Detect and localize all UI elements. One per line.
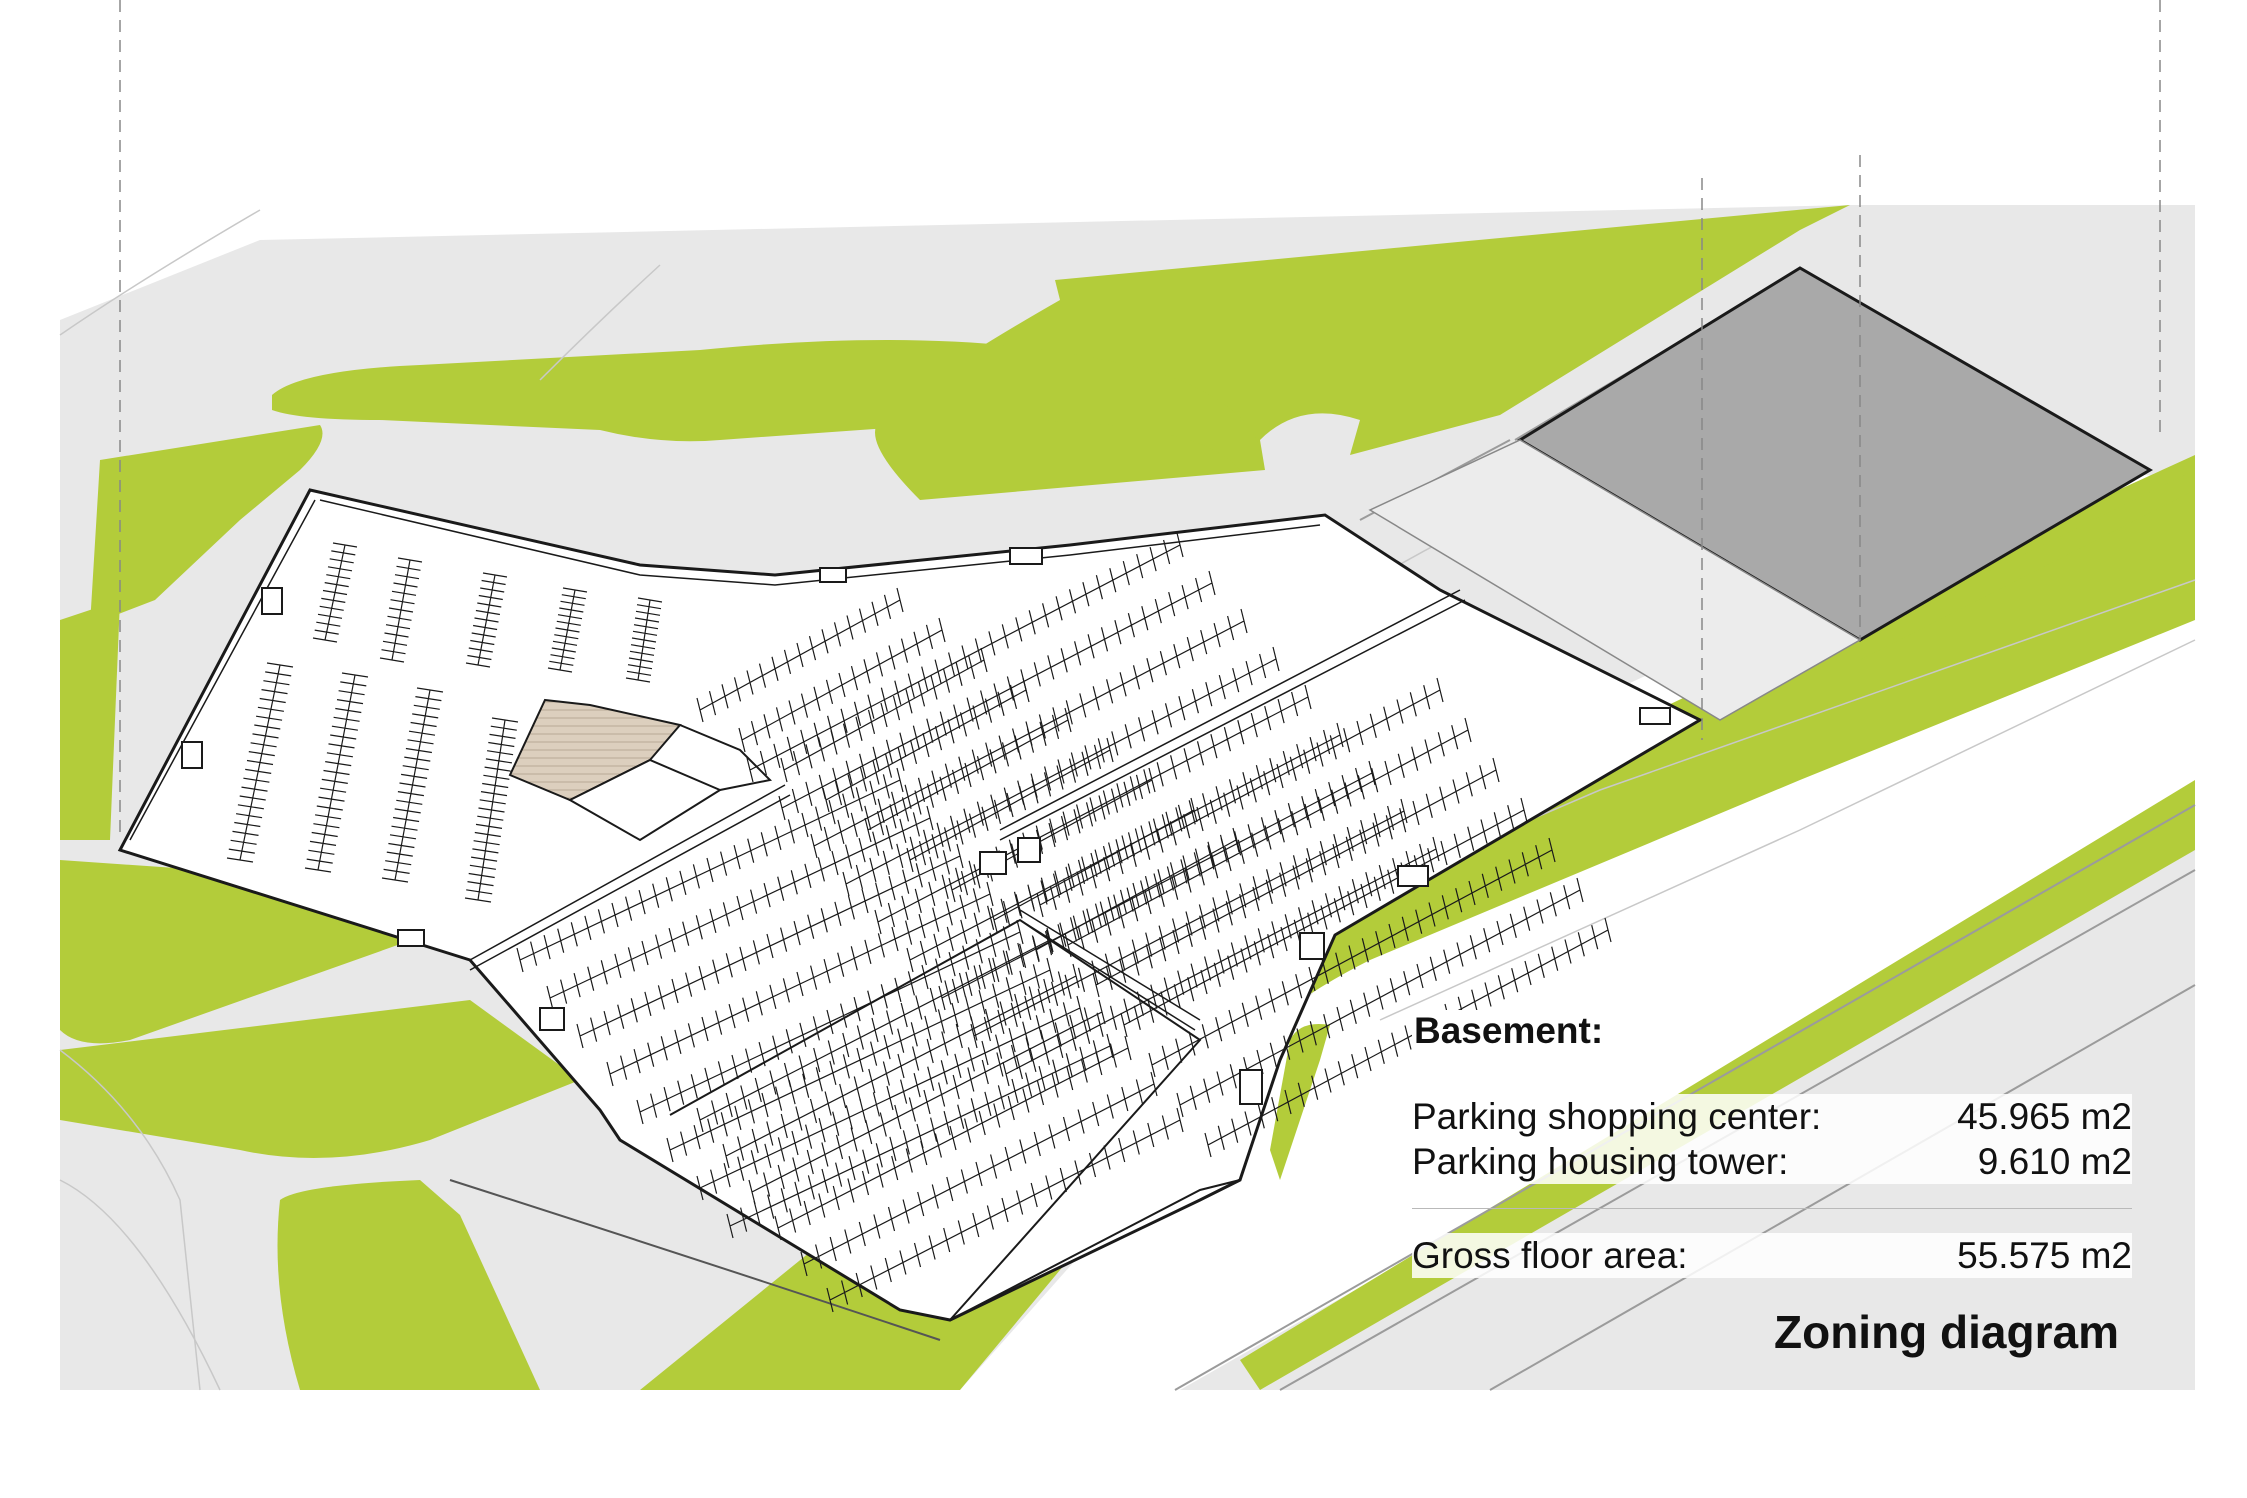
legend-divider bbox=[1412, 1208, 2132, 1209]
core-area bbox=[508, 698, 773, 842]
legend-label: Parking shopping center: bbox=[1412, 1096, 1822, 1137]
diagram-title: Zoning diagram bbox=[1774, 1306, 2119, 1358]
housing-tower-zone bbox=[1368, 266, 2153, 721]
dashed-grid bbox=[119, 0, 2161, 840]
legend-row-shopping: Parking shopping center: 45.965 m2 bbox=[1412, 1094, 2132, 1139]
parking-stalls bbox=[226, 532, 1612, 1313]
legend-label: Gross floor area: bbox=[1412, 1235, 1688, 1276]
legend-value: 9.610 m2 bbox=[1977, 1141, 2132, 1182]
legend-heading: Basement: bbox=[1412, 1010, 1606, 1052]
stair-cores bbox=[181, 547, 1671, 1105]
legend-value: 55.575 m2 bbox=[1957, 1235, 2132, 1276]
area-legend: Basement: Parking shopping center: 45.96… bbox=[1412, 1010, 2132, 1278]
legend-label: Parking housing tower: bbox=[1412, 1141, 1789, 1182]
legend-row-housing: Parking housing tower: 9.610 m2 bbox=[1412, 1139, 2132, 1184]
legend-value: 45.965 m2 bbox=[1957, 1096, 2132, 1137]
legend-row-total: Gross floor area: 55.575 m2 bbox=[1412, 1233, 2132, 1278]
